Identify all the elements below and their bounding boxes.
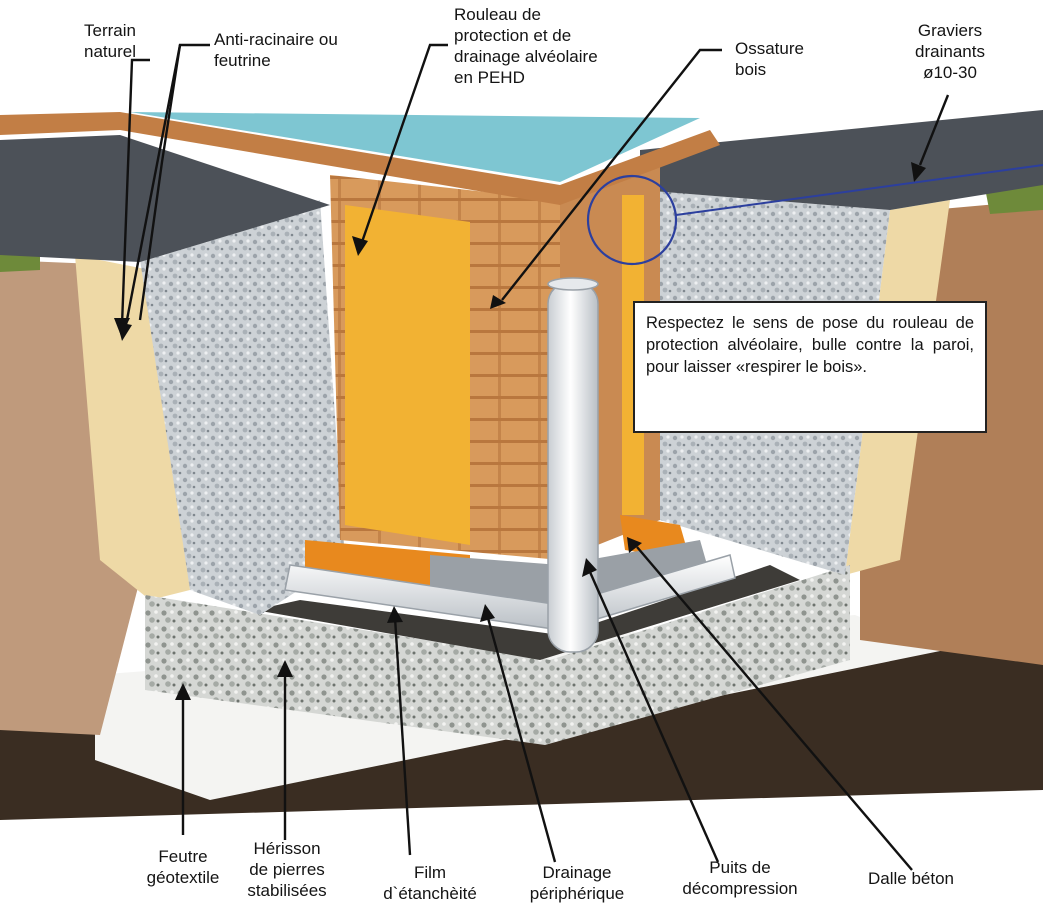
arrow-herisson <box>277 660 293 677</box>
callout-line <box>675 164 1043 216</box>
arrow-puits <box>582 558 597 577</box>
label-rouleau: Rouleau de protection et de drainage alv… <box>454 5 598 87</box>
arrow-anti-racinaire <box>117 322 132 341</box>
decompression-well-top <box>547 277 599 291</box>
leader-terrain <box>120 58 150 326</box>
concrete-slab <box>255 565 800 660</box>
leader-drainage <box>486 617 557 863</box>
decompression-well <box>547 281 599 653</box>
backfill-left <box>75 255 190 600</box>
leader-puits <box>588 571 720 863</box>
dark-gravel-top-left <box>0 135 330 262</box>
leader-ossature <box>501 48 722 301</box>
arrow-dalle <box>627 537 642 553</box>
leader-arrowheads <box>114 162 926 700</box>
leader-graviers <box>918 94 950 166</box>
label-film: Film d`étanchèité <box>383 863 477 903</box>
arrow-rouleau <box>352 236 368 256</box>
label-puits: Puits de décompression <box>682 858 798 898</box>
label-feutre: Feutre géotextile <box>146 847 220 887</box>
label-graviers: Graviers drainants ø10-30 <box>915 21 985 82</box>
wood-coping <box>0 112 720 205</box>
label-ossature: Ossature bois <box>735 39 804 79</box>
leader-lines <box>120 43 950 871</box>
label-drainage: Drainage périphérique <box>529 863 625 903</box>
leader-rouleau <box>360 43 448 243</box>
leader-anti-racinaire-a <box>138 43 210 321</box>
arrow-film <box>387 606 403 623</box>
arrow-graviers <box>911 162 926 182</box>
leader-dalle <box>636 546 913 871</box>
label-herisson: Hérisson de pierres stabilisées <box>247 839 327 900</box>
pool-water <box>130 112 700 182</box>
protection-roll-left <box>345 205 470 545</box>
callout-circle <box>586 174 678 266</box>
leader-film <box>393 617 412 856</box>
arrow-ossature <box>490 295 506 309</box>
arrow-feutre <box>175 683 191 700</box>
label-anti-racinaire: Anti-racinaire ou feutrine <box>214 30 338 70</box>
dark-gravel-top-right <box>640 110 1043 210</box>
gravel-left <box>140 200 345 615</box>
label-dalle: Dalle béton <box>868 869 955 888</box>
arrow-drainage <box>480 604 495 622</box>
leader-anti-racinaire-b <box>123 44 182 331</box>
label-terrain-naturel: Terrain naturel <box>84 21 136 61</box>
info-note: Respectez le sens de pose du rouleau de … <box>633 301 987 433</box>
